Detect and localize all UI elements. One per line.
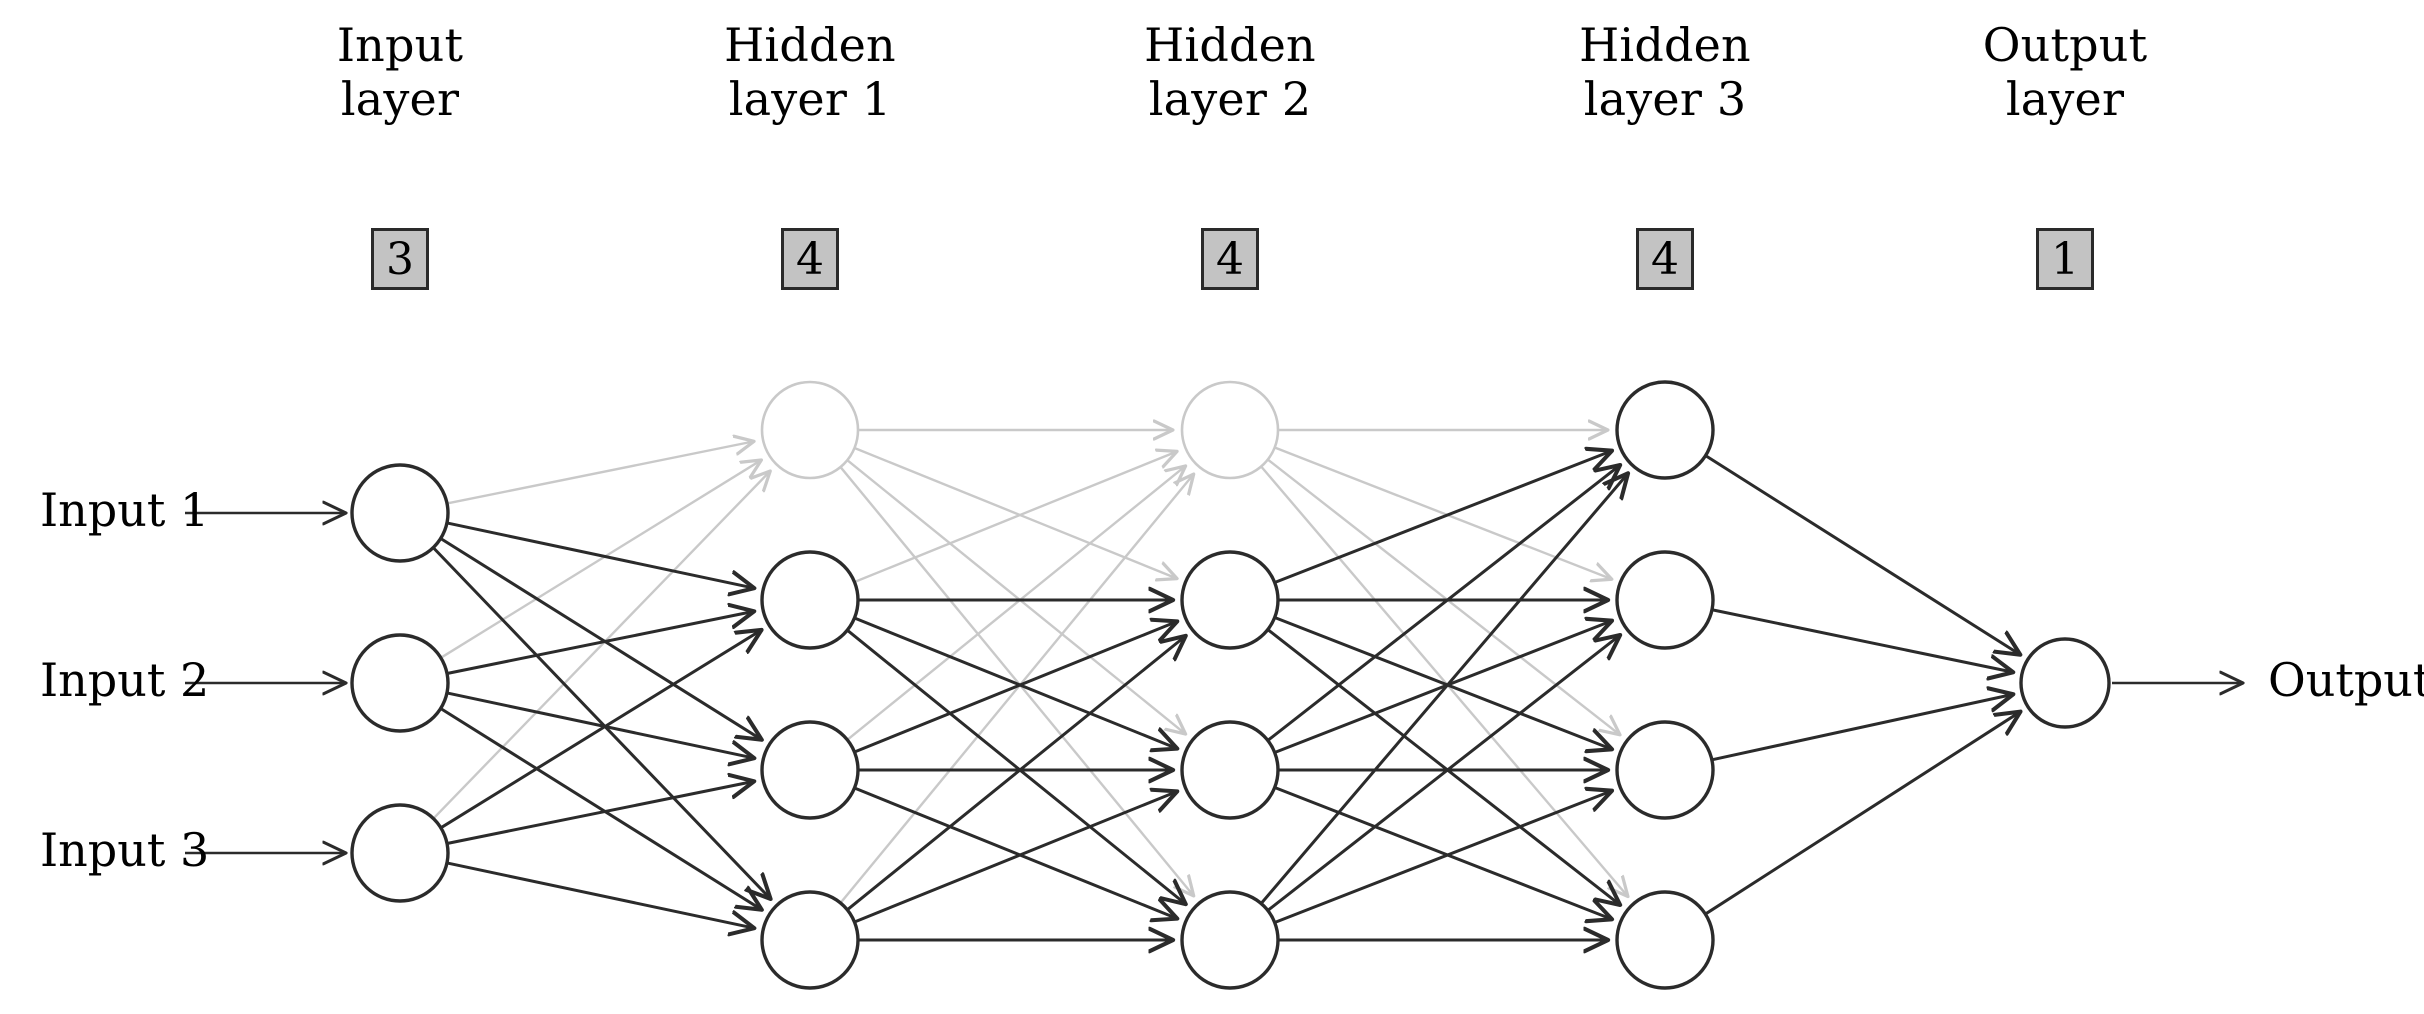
nodes-group — [350, 380, 2111, 990]
layer-title-hidden1: Hidden layer 1 — [724, 18, 896, 127]
unit-count-badge-hidden3: 4 — [1636, 228, 1694, 290]
neuron-hidden1-4 — [760, 890, 860, 990]
network-edge — [1266, 466, 1619, 742]
network-edge — [446, 861, 753, 928]
neuron-hidden1-1-dropped — [760, 380, 860, 480]
network-edge — [854, 446, 1176, 578]
neuron-output-1 — [2019, 637, 2111, 729]
network-edge — [854, 452, 1176, 584]
neuron-hidden3-3 — [1615, 720, 1715, 820]
network-edge — [1274, 616, 1611, 748]
network-edge — [446, 612, 753, 675]
network-edge — [1260, 465, 1627, 896]
network-edge — [1704, 712, 2019, 916]
network-edge — [853, 786, 1176, 918]
neuron-hidden2-3 — [1180, 720, 1280, 820]
network-edge — [446, 521, 753, 588]
layer-title-hidden3: Hidden layer 3 — [1579, 18, 1751, 127]
network-edge — [1267, 458, 1619, 735]
neuron-hidden1-3 — [760, 720, 860, 820]
network-edge — [1274, 791, 1611, 924]
network-edge — [432, 546, 770, 899]
network-edge — [846, 636, 1185, 911]
unit-count-badge-input: 3 — [371, 228, 429, 290]
network-edge — [1274, 621, 1611, 754]
network-edge — [853, 622, 1176, 754]
unit-count-badge-output: 1 — [2036, 228, 2094, 290]
network-edge — [1711, 608, 2012, 672]
network-edge — [846, 466, 1185, 741]
network-edge — [853, 616, 1176, 748]
input-label-3: Input 3 — [40, 823, 210, 877]
layer-title-output: Output layer — [1982, 18, 2148, 127]
network-edge — [432, 472, 769, 820]
unit-count-badge-hidden1: 4 — [781, 228, 839, 290]
network-edge — [846, 629, 1185, 903]
input-label-2: Input 2 — [40, 653, 210, 707]
neuron-hidden3-1 — [1615, 380, 1715, 480]
network-edge — [1266, 628, 1619, 905]
neuron-hidden3-4 — [1615, 890, 1715, 990]
neuron-hidden2-1-dropped — [1180, 380, 1280, 480]
unit-count-badge-hidden2: 4 — [1201, 228, 1259, 290]
neuron-hidden1-2 — [760, 550, 860, 650]
neuron-hidden3-2 — [1615, 550, 1715, 650]
network-edge — [439, 707, 761, 909]
neuron-hidden2-2 — [1180, 550, 1280, 650]
output-label: Output — [2268, 653, 2424, 707]
network-edge — [1266, 636, 1619, 912]
network-edge — [439, 537, 761, 739]
layer-title-input: Input layer — [336, 18, 464, 127]
neuron-input-3 — [350, 803, 450, 903]
network-edge — [446, 691, 753, 758]
network-edge — [446, 442, 753, 505]
layer-title-hidden2: Hidden layer 2 — [1144, 18, 1316, 127]
network-edge — [839, 475, 1194, 904]
network-edge — [446, 782, 753, 845]
network-edge — [839, 466, 1194, 895]
network-edge — [846, 459, 1185, 733]
input-label-1: Input 1 — [40, 483, 210, 537]
network-edge — [853, 792, 1176, 924]
network-edge — [440, 460, 761, 659]
neuron-input-1 — [350, 463, 450, 563]
neuron-input-2 — [350, 633, 450, 733]
network-edge — [1711, 694, 2012, 762]
network-edge — [1704, 454, 2020, 654]
edges-group — [432, 430, 2020, 940]
network-edge — [1274, 451, 1611, 584]
neuron-hidden2-4 — [1180, 890, 1280, 990]
network-edge — [1260, 474, 1627, 905]
input-entry-arrows — [185, 513, 345, 853]
network-edge — [440, 630, 761, 830]
network-edge — [1274, 786, 1611, 918]
